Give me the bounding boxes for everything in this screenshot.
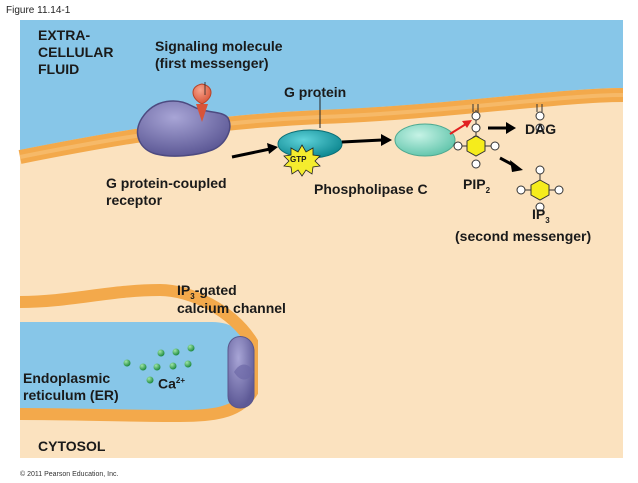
er-lumen	[20, 322, 245, 410]
signaling-molecule-label-1: Signaling molecule	[155, 38, 283, 54]
pip2-label-base: PIP	[463, 176, 486, 192]
phospholipase-c-label: Phospholipase C	[314, 181, 428, 197]
calcium-ion-icon	[169, 362, 177, 370]
second-messenger-label: (second messenger)	[455, 228, 592, 244]
red-cleavage-arrow	[449, 123, 467, 135]
calcium-ion-icon	[146, 376, 154, 384]
pip2-hexagon	[466, 135, 486, 157]
gpcr-label-1: G protein-coupled	[106, 175, 227, 191]
channel-label-rest: -gated	[194, 282, 237, 298]
calcium-ion-icon	[184, 360, 192, 368]
channel-label-1: IP3-gated	[177, 282, 237, 305]
calcium-ion-icon	[153, 363, 161, 371]
gtp-label: GTP	[290, 155, 307, 164]
copyright-notice: © 2011 Pearson Education, Inc.	[20, 471, 119, 478]
extracellular-label-3: FLUID	[38, 61, 80, 77]
er-label-1: Endoplasmic	[23, 370, 111, 386]
calcium-ion-icon	[172, 348, 180, 356]
gpcr-receptor	[136, 100, 231, 157]
channel-label-2: calcium channel	[177, 300, 286, 316]
channel-label-base: IP	[177, 282, 191, 298]
ip3-label-sub: 3	[545, 215, 550, 225]
g-protein-label: G protein	[284, 84, 347, 100]
signaling-molecule	[192, 83, 212, 105]
extracellular-label-2: CELLULAR	[38, 44, 114, 60]
signaling-molecule-tail	[196, 104, 208, 122]
ip3-label-base: IP	[532, 206, 546, 222]
ip3-hexagon	[530, 179, 550, 201]
phospholipase-c	[394, 123, 456, 157]
arrow-gprotein-to-plc	[341, 138, 384, 144]
gpcr-label-2: receptor	[106, 192, 163, 208]
ip3-label: IP3	[532, 206, 550, 229]
figure-label: Figure 11.14-1	[6, 5, 71, 16]
gtp-starburst-icon	[283, 144, 321, 177]
arrow-receptor-to-gprotein	[231, 147, 271, 159]
calcium-ion-icon	[139, 363, 147, 371]
channel-label-sub: 3	[190, 291, 195, 301]
dag-tails	[536, 104, 543, 112]
pip2-label: PIP2	[463, 176, 490, 199]
calcium-ion-icon	[123, 359, 131, 367]
calcium-label-sup: 2+	[175, 376, 186, 385]
cytosol-label: CYTOSOL	[38, 438, 106, 454]
calcium-ion-icon	[187, 344, 195, 352]
pip2-label-sub: 2	[485, 185, 491, 195]
extracellular-label-1: EXTRA-	[38, 27, 91, 43]
signaling-molecule-label-2: (first messenger)	[155, 55, 269, 71]
er-label-2: reticulum (ER)	[23, 387, 119, 403]
calcium-label: Ca2+	[158, 372, 185, 393]
calcium-label-base: Ca	[158, 375, 176, 392]
calcium-ion-icon	[157, 349, 165, 357]
dag-label: DAG	[525, 121, 557, 137]
